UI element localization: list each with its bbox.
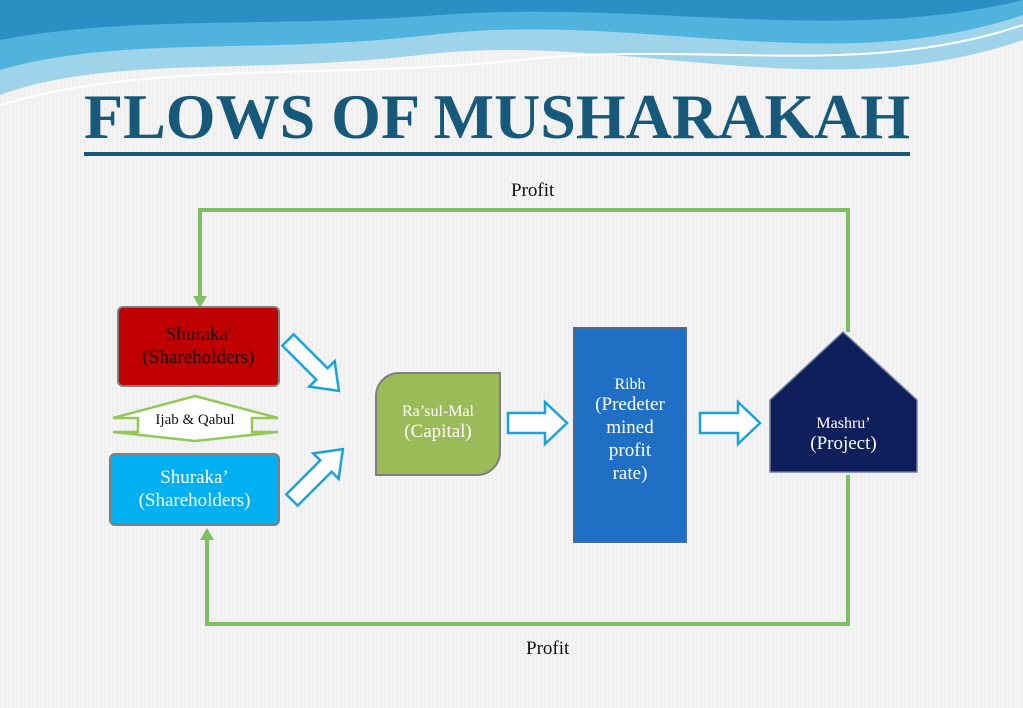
profit-top-loop xyxy=(198,208,850,332)
page-title: FLOWS OF MUSHARAKAH xyxy=(84,81,934,158)
ribh-node: Ribh (Predeter mined profit rate) xyxy=(573,327,687,543)
ijab-qabul-double-arrow xyxy=(112,394,279,443)
profit-bottom-loop xyxy=(205,475,850,626)
arrow-ribh-to-project xyxy=(698,399,762,447)
ribh-line4: profit xyxy=(608,439,652,461)
ribh-line1: Ribh xyxy=(614,376,646,393)
profit-bottom-label: Profit xyxy=(526,638,570,659)
capital-line2: (Capital) xyxy=(404,421,472,443)
arrow-top-to-capital xyxy=(280,332,341,393)
project-line1: Mashru’ xyxy=(816,415,871,432)
shareholders-bottom-line1: Shuraka’ xyxy=(160,467,229,488)
project-line2: (Project) xyxy=(810,433,877,455)
decorative-wave-header xyxy=(0,0,1023,106)
shareholders-bottom-line2: (Shareholders) xyxy=(138,489,251,511)
profit-top-arrowhead xyxy=(193,296,207,308)
ribh-line3: mined xyxy=(606,416,654,438)
arrow-bottom-to-capital xyxy=(284,447,345,508)
profit-bottom-arrowhead xyxy=(200,528,214,540)
capital-node: Ra’sul-Mal (Capital) xyxy=(375,372,501,476)
profit-top-label: Profit xyxy=(511,180,555,201)
shareholders-bottom-node: Shuraka’ (Shareholders) xyxy=(109,453,280,526)
ijab-qabul-label: Ijab & Qabul xyxy=(155,412,235,428)
ribh-line5: rate) xyxy=(612,462,648,484)
shareholders-top-line1: Shuraka' xyxy=(165,324,232,345)
ribh-line2: (Predeter xyxy=(595,394,665,416)
arrow-capital-to-ribh xyxy=(506,399,569,447)
project-node-shape xyxy=(769,330,918,473)
project-node-text: Mashru’ (Project) xyxy=(770,414,917,464)
shareholders-top-node: Shuraka' (Shareholders) xyxy=(117,306,280,387)
capital-line1: Ra’sul-Mal xyxy=(402,403,474,420)
shareholders-top-line2: (Shareholders) xyxy=(142,346,255,368)
